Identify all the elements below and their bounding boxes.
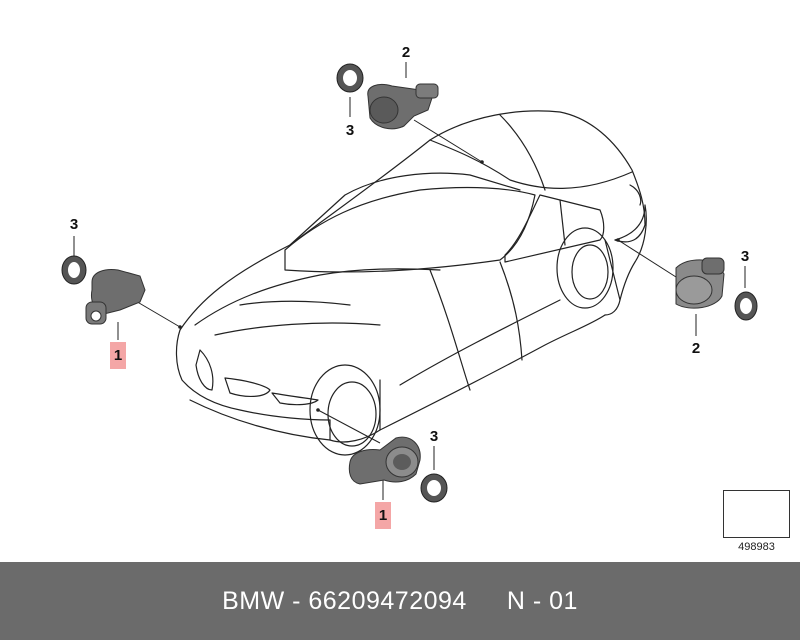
callout-bottom-sensor: 1: [375, 502, 391, 529]
left-sensor: [85, 269, 146, 325]
footer-part-label: BMW - 66209472094: [222, 586, 467, 615]
callout-right-ring: 3: [740, 248, 750, 265]
callout-left-sensor: 1: [110, 342, 126, 369]
parts-diagram: [61, 62, 788, 525]
leader-lines: [73, 62, 746, 500]
right-sensor: [675, 257, 725, 309]
callout-top-sensor: 2: [401, 44, 411, 61]
callout-top-ring: 3: [345, 122, 355, 139]
reference-box: [723, 490, 790, 538]
callout-bottom-ring: 3: [429, 428, 439, 445]
right-ring: [734, 291, 758, 321]
bottom-sensor: [348, 436, 421, 485]
left-ring: [61, 255, 87, 285]
callout-right-sensor: 2: [691, 340, 701, 357]
footer-page-label: N - 01: [506, 586, 578, 615]
reference-number: 498983: [738, 541, 775, 553]
top-ring: [336, 63, 364, 93]
callout-left-ring: 3: [69, 216, 79, 233]
bottom-ring: [420, 473, 448, 503]
footer-bar: BMW - 66209472094 N - 01: [0, 562, 800, 640]
car-outline: [175, 110, 647, 456]
top-sensor: [367, 83, 439, 130]
